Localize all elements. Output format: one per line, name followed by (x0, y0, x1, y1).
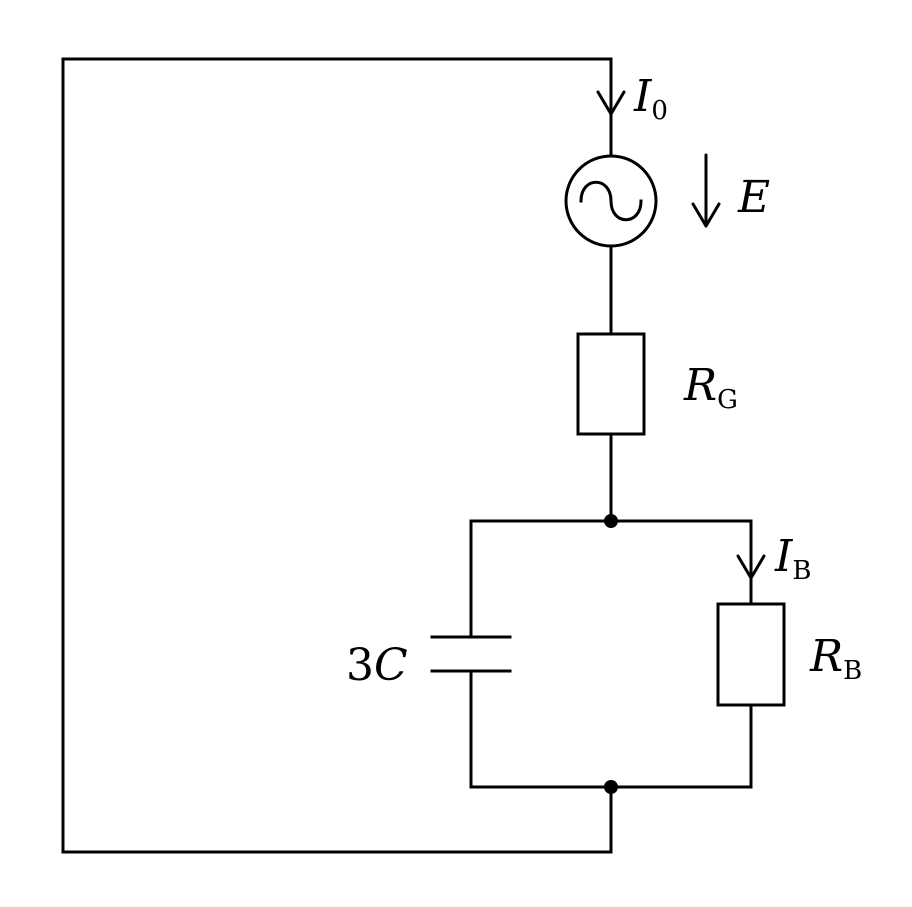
ac-source-icon (564, 154, 658, 248)
source-resistor (576, 332, 646, 436)
source-current-label: I0 (633, 71, 668, 126)
outer-loop-wire (61, 57, 613, 854)
top-branch-wire (469, 519, 753, 639)
junction-bottom-dot (604, 780, 618, 794)
source-emf-label: E (737, 172, 770, 223)
junction-top-dot (604, 514, 618, 528)
load-resistor-label: RB (809, 631, 862, 686)
source-current-arrow-icon (596, 90, 626, 116)
load-current-label: IB (774, 531, 812, 586)
load-resistor (716, 602, 786, 707)
bottom-branch-wire (469, 669, 753, 789)
source-resistor-label: RG (683, 360, 738, 415)
emf-arrow-icon (691, 153, 721, 228)
capacitor-label: 3C (346, 640, 408, 691)
load-current-arrow-icon (736, 554, 766, 580)
capacitor-icon (430, 635, 512, 673)
